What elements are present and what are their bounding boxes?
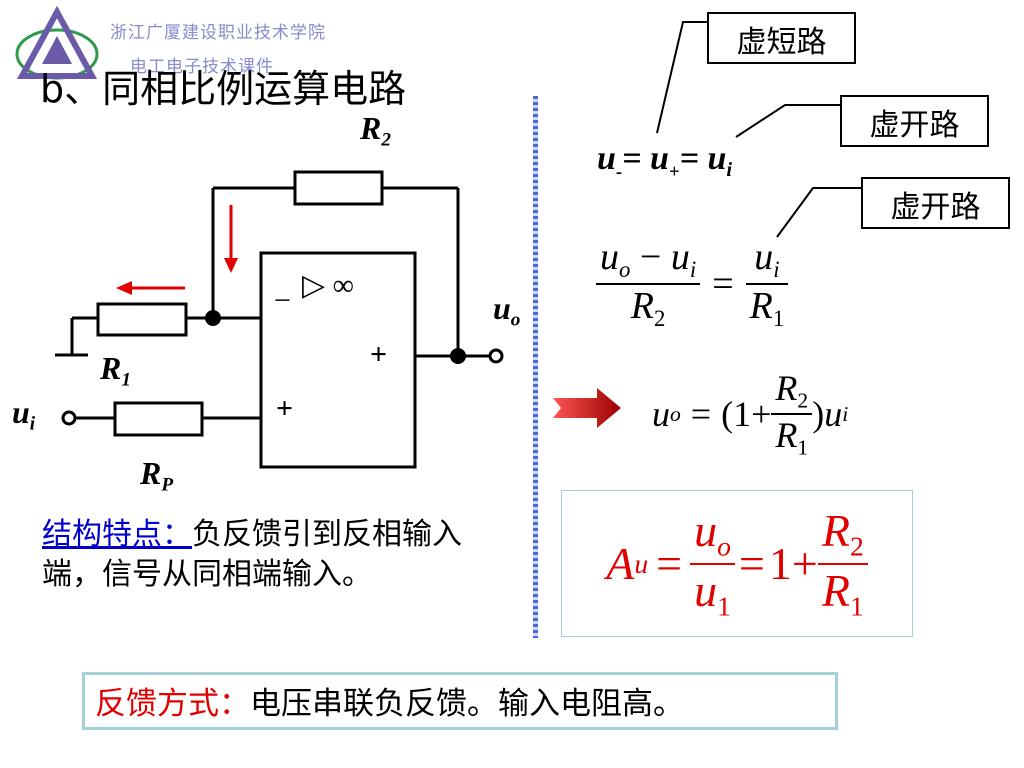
feedback-text: 电压串联负反馈。输入电阻高。 <box>250 686 684 722</box>
feedback-label: 反馈方式： <box>95 686 250 722</box>
callout-virtual-short: 虚短路 <box>707 12 856 64</box>
course-name: 电工电子技术课件 <box>130 57 274 77</box>
terminal-output <box>488 348 504 364</box>
junction-inverting <box>205 310 221 326</box>
label-rp: RP <box>140 455 174 496</box>
equation-current-balance: uo − ui R2 = ui R1 <box>596 236 789 332</box>
label-r1: R1 <box>100 350 131 391</box>
label-uo: uo <box>493 290 521 331</box>
school-logo <box>15 6 99 80</box>
junction-output <box>450 348 466 364</box>
school-name: 浙江广厦建设职业技术学院 <box>110 23 326 43</box>
circuit-diagram <box>55 170 504 469</box>
terminal-input <box>61 410 77 426</box>
callout-virtual-open-1: 虚开路 <box>840 95 989 147</box>
divider <box>533 96 538 638</box>
opamp-plus-output: + <box>370 338 388 371</box>
page-title: b、同相比例运算电路 <box>40 67 407 111</box>
opamp-plus-input: + <box>276 392 294 425</box>
equation-virtual-short: u-= u+= ui <box>597 140 733 183</box>
resistor-r1 <box>96 302 188 337</box>
result-arrow <box>553 388 621 428</box>
label-ui: ui <box>12 394 36 435</box>
resistor-r2 <box>293 170 384 206</box>
features-label: 结构特点： <box>42 517 192 552</box>
features-body: 负反馈引到反相输入端，信号从同相端输入。 <box>42 517 462 592</box>
opamp-minus: − <box>274 284 291 317</box>
callout-lines <box>656 21 861 238</box>
callout-virtual-open-2: 虚开路 <box>861 177 1010 229</box>
feedback-box: 反馈方式：电压串联负反馈。输入电阻高。 <box>82 672 838 730</box>
features-text: 结构特点：负反馈引到反相输入端，信号从同相端输入。 <box>42 515 490 595</box>
opamp-body <box>259 251 417 469</box>
opamp-symbol: ▷ ∞ <box>302 269 354 302</box>
label-r2: R2 <box>360 110 391 151</box>
resistor-rp <box>113 401 204 437</box>
